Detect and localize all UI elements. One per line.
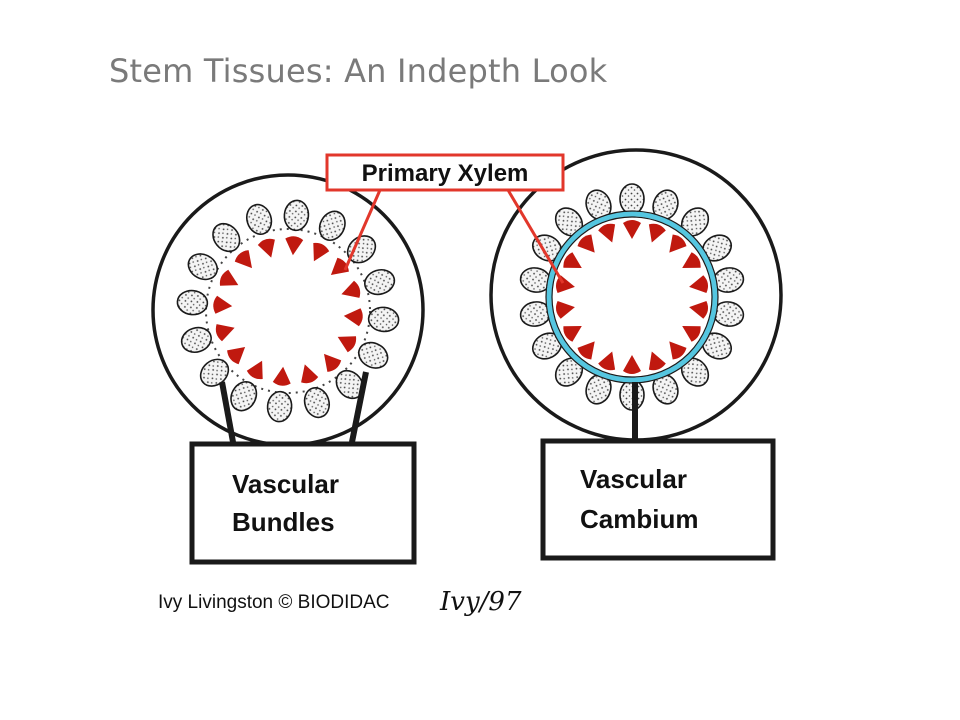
right-xylem-tip bbox=[563, 326, 582, 342]
left-xylem-tip bbox=[337, 336, 357, 353]
left-phloem-lobe bbox=[180, 326, 212, 354]
right-xylem-tip bbox=[669, 234, 687, 253]
right-vascular-bundle bbox=[585, 189, 616, 243]
left-vascular-bundles bbox=[176, 199, 400, 423]
vascular-cambium-box: Vascular Cambium bbox=[540, 438, 776, 561]
left-phloem-lobe bbox=[318, 210, 346, 242]
right-vascular-bundle bbox=[648, 189, 679, 243]
left-connector-b bbox=[349, 371, 369, 443]
left-vascular-bundle bbox=[324, 353, 364, 400]
left-xylem-tip bbox=[215, 324, 235, 342]
left-xylem-tip bbox=[285, 236, 304, 256]
right-vascular-bundle bbox=[531, 326, 582, 360]
left-stem-cross-section bbox=[151, 173, 425, 447]
callout-leader-left bbox=[343, 189, 382, 271]
left-vascular-bundle bbox=[337, 336, 389, 369]
right-xylem-tip bbox=[555, 301, 575, 319]
left-vascular-bundle bbox=[266, 366, 293, 423]
left-phloem-lobe bbox=[245, 203, 273, 235]
right-phloem-lobe bbox=[619, 183, 645, 215]
vascular-bundles-box: Vascular Bundles bbox=[189, 441, 417, 565]
left-xylem-tip bbox=[272, 366, 291, 386]
right-xylem-tip bbox=[682, 326, 701, 342]
left-xylem-tip bbox=[341, 280, 361, 298]
left-vascular-bundle bbox=[212, 222, 252, 269]
left-xylem-tip bbox=[324, 353, 342, 372]
artist-signature: Ivy/97 bbox=[439, 587, 522, 617]
left-xylem-tip bbox=[257, 238, 275, 258]
right-vascular-bundle bbox=[682, 326, 733, 360]
right-vascular-bundle bbox=[682, 234, 733, 268]
right-vascular-bundle bbox=[669, 341, 710, 387]
right-xylem-tip bbox=[563, 252, 582, 268]
vascular-cambium-label-line1: Vascular bbox=[580, 464, 687, 494]
left-vascular-bundle bbox=[343, 306, 400, 333]
left-phloem-lobe bbox=[303, 387, 331, 419]
left-phloem-lobe bbox=[266, 390, 293, 423]
left-phloem-lobe bbox=[176, 289, 209, 316]
left-phloem-lobe bbox=[357, 341, 389, 369]
left-phloem-lobe bbox=[230, 380, 258, 412]
right-xylem-tip bbox=[648, 223, 666, 243]
left-phloem-lobe bbox=[187, 253, 219, 281]
credit-text: Ivy Livingston © BIODIDAC bbox=[158, 592, 390, 613]
right-stem-cross-section bbox=[489, 148, 783, 442]
left-xylem-tip bbox=[343, 308, 363, 327]
left-xylem-tip bbox=[301, 364, 319, 384]
right-xylem-tip bbox=[623, 355, 641, 374]
left-vascular-bundle bbox=[180, 324, 235, 354]
left-vascular-bundle bbox=[330, 235, 377, 275]
cambium-ring-inner-edge bbox=[551, 216, 713, 378]
left-phloem-lobe bbox=[283, 199, 310, 232]
left-phloem-lobe bbox=[364, 268, 396, 296]
right-xylem-tip bbox=[689, 275, 709, 293]
right-xylem-tip bbox=[669, 341, 687, 360]
vascular-cambium-box-frame bbox=[540, 438, 776, 561]
left-vascular-bundle bbox=[341, 268, 396, 298]
vascular-bundles-label-line2: Bundles bbox=[232, 507, 335, 537]
vascular-cambium-label-line2: Cambium bbox=[580, 504, 698, 534]
left-xylem-tip bbox=[219, 269, 239, 286]
right-xylem-tip bbox=[682, 252, 701, 268]
right-xylem-tip bbox=[623, 220, 641, 239]
right-vascular-bundle bbox=[519, 301, 575, 327]
right-xylem-tip bbox=[577, 341, 595, 360]
left-xylem-tip bbox=[213, 295, 233, 314]
slide-title: Stem Tissues: An Indepth Look bbox=[109, 52, 608, 90]
left-vascular-bundle bbox=[176, 289, 233, 316]
right-vascular-bundles bbox=[519, 183, 745, 411]
vascular-bundles-box-frame bbox=[189, 441, 417, 565]
left-phloem-lobe bbox=[199, 358, 230, 387]
right-xylem-tip bbox=[689, 301, 709, 319]
left-vascular-bundle bbox=[230, 360, 263, 412]
right-xylem-tip bbox=[648, 351, 666, 371]
left-phloem-lobe bbox=[212, 222, 241, 253]
left-vascular-bundle bbox=[245, 203, 275, 258]
left-connector-a bbox=[219, 381, 236, 443]
left-vascular-bundle bbox=[301, 364, 331, 419]
right-vascular-bundle bbox=[619, 183, 645, 239]
left-vascular-bundle bbox=[283, 199, 310, 256]
left-dotted-ring bbox=[205, 228, 371, 394]
left-xylem-tip bbox=[246, 360, 263, 380]
left-xylem-tip bbox=[330, 257, 349, 275]
primary-xylem-callout: Primary Xylem bbox=[325, 153, 565, 284]
left-vascular-bundle bbox=[187, 253, 239, 286]
left-vascular-bundle bbox=[313, 210, 346, 262]
primary-xylem-label: Primary Xylem bbox=[362, 160, 529, 187]
vascular-bundles-label-line1: Vascular bbox=[232, 469, 339, 499]
left-xylem-tip bbox=[227, 347, 246, 365]
callout-leader-right bbox=[506, 189, 565, 284]
right-xylem-tip bbox=[577, 234, 595, 253]
primary-xylem-label-box bbox=[325, 153, 565, 192]
left-xylem-tip bbox=[313, 242, 330, 262]
left-phloem-lobe bbox=[367, 306, 400, 333]
right-vascular-bundle bbox=[648, 351, 679, 405]
right-xylem-tip bbox=[598, 351, 616, 371]
cambium-ring bbox=[546, 211, 718, 383]
right-xylem-tip bbox=[598, 223, 616, 243]
left-vascular-bundle bbox=[199, 347, 246, 387]
left-xylem-tip bbox=[234, 250, 252, 269]
